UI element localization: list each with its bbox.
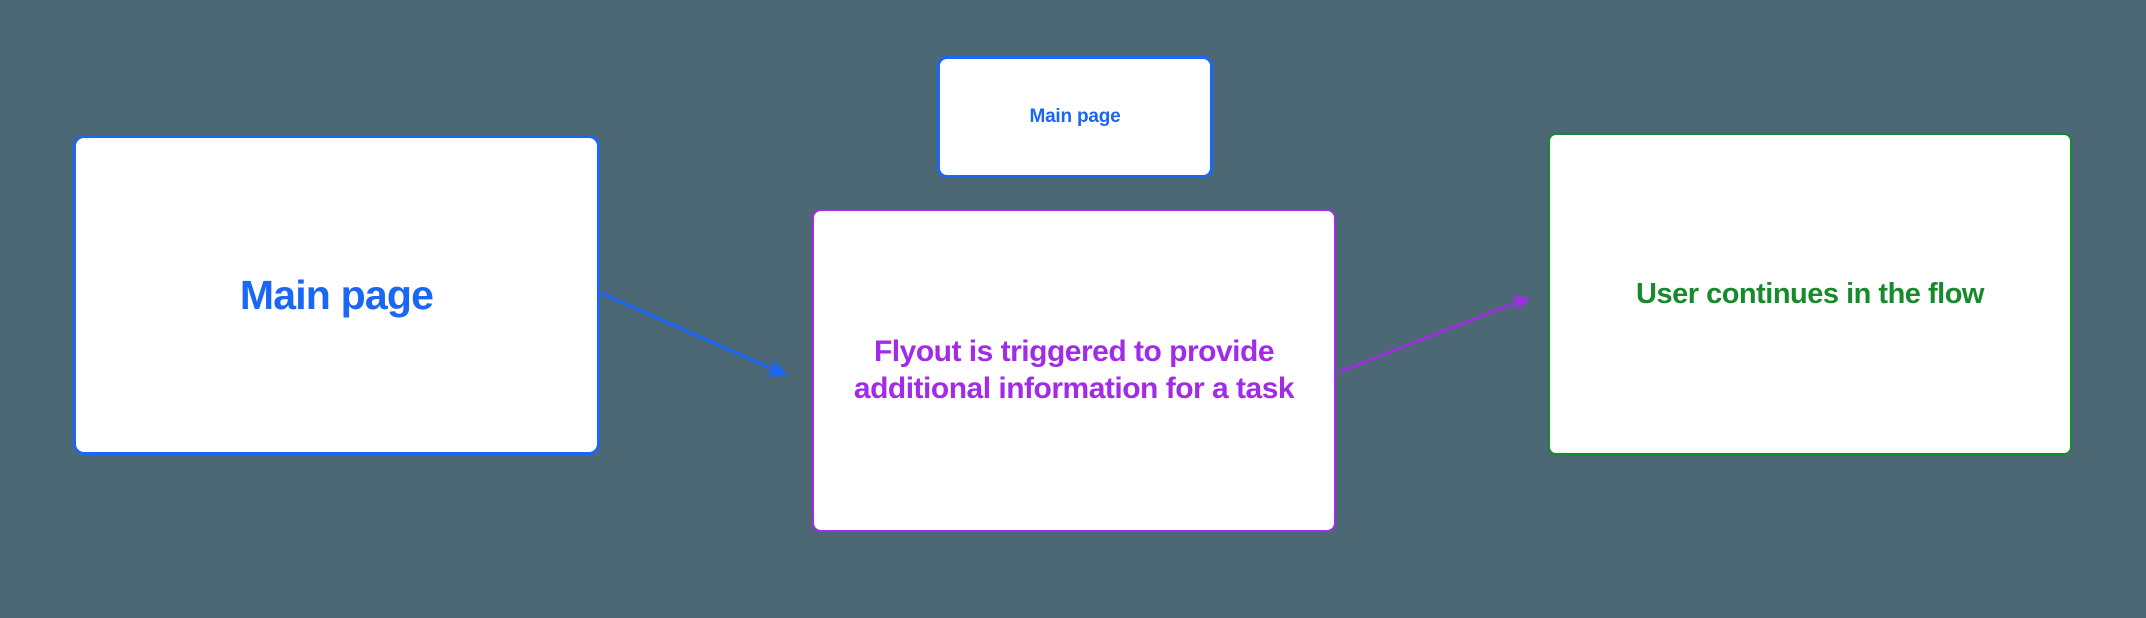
node-flyout-label: Flyout is triggered to provide additiona… bbox=[853, 334, 1295, 405]
node-main-page-small-label: Main page bbox=[1029, 105, 1121, 127]
node-user-continues-label: User continues in the flow bbox=[1636, 277, 1984, 310]
node-flyout[interactable]: Flyout is triggered to provide additiona… bbox=[812, 209, 1336, 532]
connector-flyout-to-user-continues bbox=[1338, 296, 1531, 374]
node-main-page-small[interactable]: Main page bbox=[937, 56, 1213, 178]
connector-main-page-to-flyout bbox=[600, 291, 789, 377]
node-main-page-large-label: Main page bbox=[239, 271, 434, 318]
node-main-page-large[interactable]: Main page bbox=[73, 135, 600, 455]
node-user-continues[interactable]: User continues in the flow bbox=[1548, 133, 2072, 455]
